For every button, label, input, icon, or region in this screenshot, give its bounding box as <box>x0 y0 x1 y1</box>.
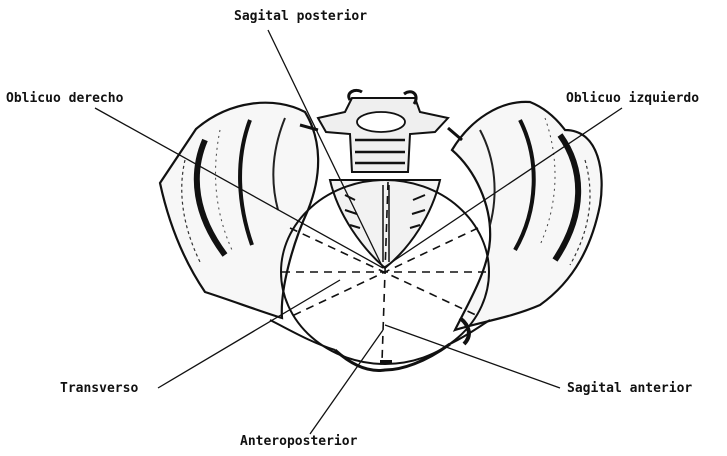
lumbar-vertebra <box>300 90 462 172</box>
label-sagital-posterior: Sagital posterior <box>234 9 367 24</box>
left-iliac-wing <box>160 103 318 318</box>
label-oblicuo-derecho: Oblicuo derecho <box>6 91 123 106</box>
label-transverso: Transverso <box>60 381 138 396</box>
label-oblicuo-izquierdo: Oblicuo izquierdo <box>566 91 699 106</box>
label-sagital-anterior: Sagital anterior <box>567 381 692 396</box>
leader-sagital-anterior <box>385 325 560 388</box>
label-anteroposterior: Anteroposterior <box>240 434 357 449</box>
